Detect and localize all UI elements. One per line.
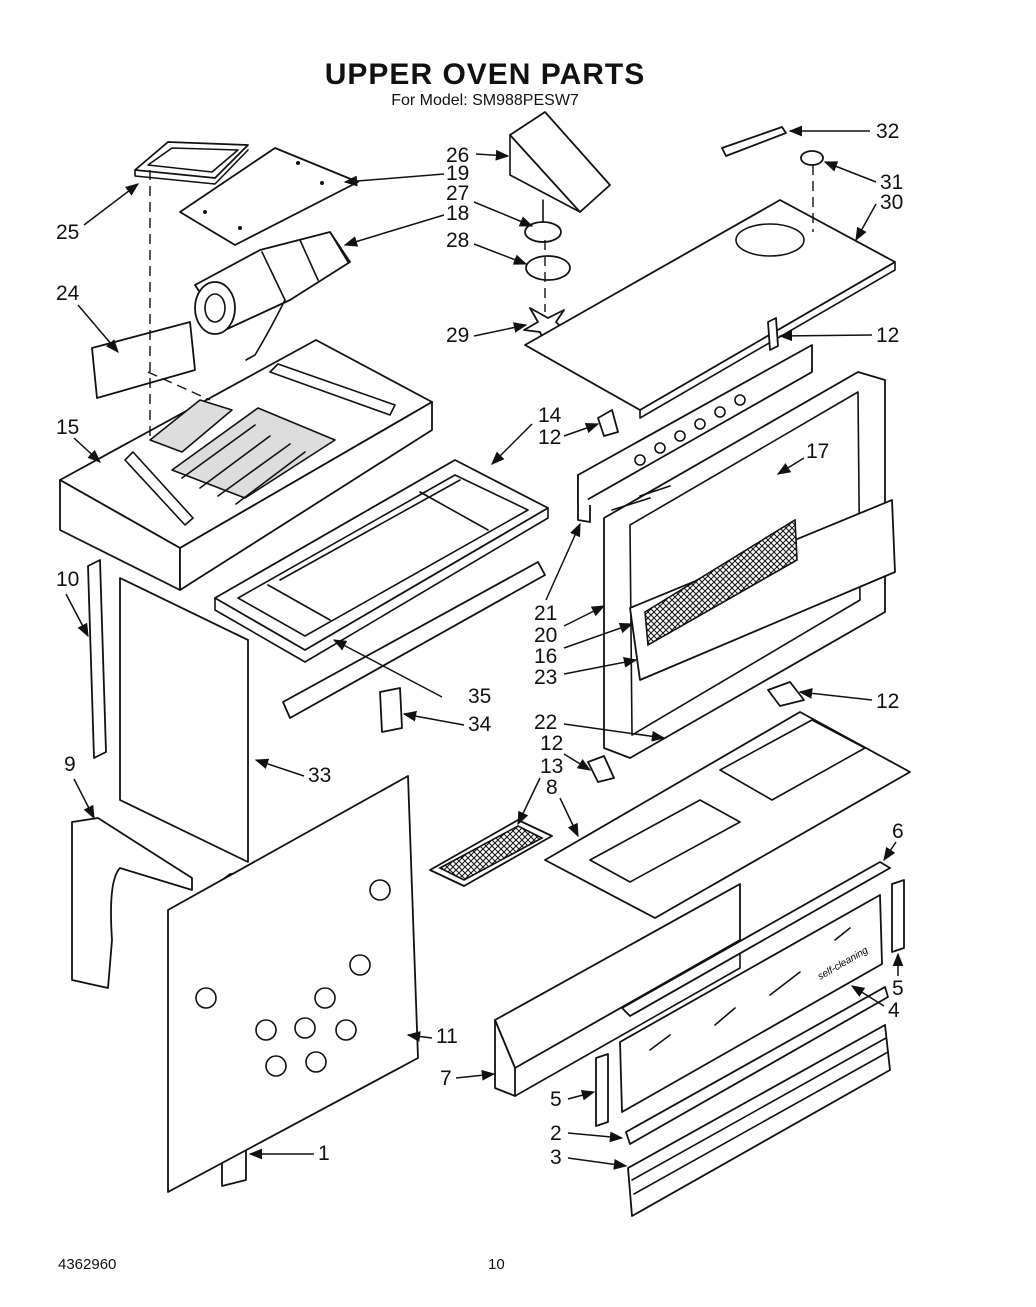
part-10-side-rail — [87, 559, 107, 759]
callout-label: 20 — [534, 624, 557, 647]
callout-label: 28 — [446, 229, 469, 252]
part-22-tray — [544, 711, 911, 919]
callout-label: 6 — [892, 820, 904, 843]
callout-label: 12 — [540, 732, 563, 755]
part-15-top-panel — [59, 339, 433, 591]
callout-label: 26 — [446, 144, 469, 167]
callout-label: 1 — [318, 1142, 330, 1165]
callout-label: 24 — [56, 282, 80, 305]
part-33-side-panel — [119, 577, 249, 863]
callout-label: 30 — [880, 191, 903, 214]
callout-label: 3 — [550, 1146, 562, 1169]
callout-label: 31 — [880, 171, 903, 194]
part-5-spacer-a — [891, 879, 905, 953]
page-title: UPPER OVEN PARTS — [324, 58, 646, 91]
part-32-bolt — [721, 126, 787, 157]
callout-label: 4 — [888, 999, 900, 1022]
callout-label: 8 — [546, 776, 558, 799]
callout-label: 35 — [468, 685, 491, 708]
part-18-blower-motor — [194, 231, 351, 361]
part-30-cover — [524, 199, 896, 419]
part-9-bracket — [71, 817, 193, 989]
callout-label: 18 — [446, 202, 469, 225]
part-27-motor — [524, 199, 562, 243]
callout-label: 9 — [64, 753, 76, 776]
callout-label: 22 — [534, 711, 557, 734]
part-12-clip-c — [767, 681, 805, 707]
callout-label: 14 — [538, 404, 562, 427]
part-12-clip-a — [767, 317, 779, 351]
callout-label: 7 — [440, 1067, 452, 1090]
callout-label: 33 — [308, 764, 331, 787]
alignment-lines — [147, 165, 814, 440]
part-3-trim — [627, 1024, 891, 1217]
callout-label: 13 — [540, 755, 563, 778]
part-19-plate — [179, 147, 359, 246]
callout-label: 15 — [56, 416, 79, 439]
model-subtitle: For Model: SM988PESW7 — [391, 92, 579, 109]
callout-label: 12 — [538, 426, 561, 449]
part-11-back-panel — [167, 775, 419, 1193]
part-26-duct — [509, 111, 611, 213]
callout-label: 25 — [56, 221, 79, 244]
callout-label: 32 — [876, 120, 899, 143]
callout-label: 34 — [468, 713, 492, 736]
callout-label: 16 — [534, 645, 557, 668]
callout-label: 17 — [806, 440, 829, 463]
part-24-gasket — [91, 321, 196, 399]
part-12-clip-b — [597, 409, 619, 437]
part-4-glass: self-cleaning — [619, 894, 883, 1113]
part-28-ring — [525, 255, 571, 281]
callouts: 32 26 19 31 27 30 18 25 28 24 29 12 14 1… — [56, 120, 904, 1170]
callout-label: 27 — [446, 182, 469, 205]
callout-label: 21 — [534, 602, 557, 625]
part-6-strip — [621, 861, 891, 1017]
callout-label: 5 — [892, 977, 904, 1000]
callout-label: 2 — [550, 1122, 562, 1145]
document-number: 4362960 — [58, 1256, 117, 1273]
callout-label: 23 — [534, 666, 557, 689]
part-31-nut — [800, 150, 824, 166]
part-control-panel — [577, 344, 813, 523]
part-2-strip — [625, 986, 889, 1145]
part-25-vent-cap — [134, 141, 249, 185]
page-number: 10 — [488, 1256, 505, 1273]
callout-label: 5 — [550, 1088, 562, 1111]
part-35-strip — [282, 561, 546, 719]
part-14-frame — [214, 459, 549, 663]
part-13-filter — [429, 819, 553, 887]
part-34-bracket — [379, 687, 403, 733]
part-20-door — [629, 499, 896, 681]
callout-label: 11 — [436, 1025, 458, 1048]
part-5-spacer-b — [595, 1053, 609, 1127]
callout-label: 10 — [56, 568, 79, 591]
part-12-clip-d — [587, 755, 615, 783]
callout-label: 19 — [446, 162, 469, 185]
part-7-lower-frame — [494, 883, 741, 1097]
callout-label: 12 — [876, 690, 899, 713]
callout-label: 29 — [446, 324, 469, 347]
callout-label: 12 — [876, 324, 899, 347]
